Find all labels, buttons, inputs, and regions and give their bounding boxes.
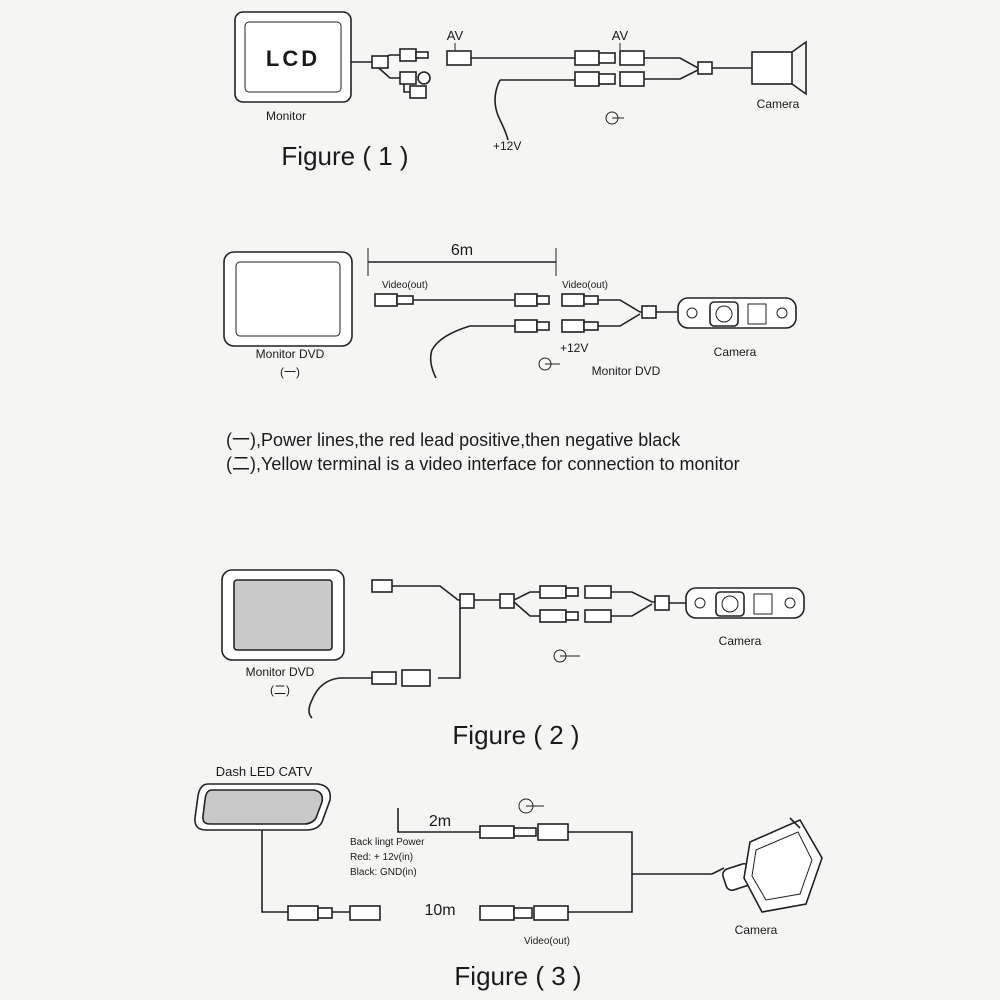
rca-female-icon (446, 50, 472, 66)
fig3-video-connector-icon (533, 905, 569, 921)
fig2-monitor-label: Monitor DVD (246, 665, 315, 679)
distance-2m-label: 2m (429, 813, 451, 830)
fig2-monitor-sub: (二) (270, 683, 290, 697)
backlight-line-1: Back lingt Power (350, 837, 425, 848)
dash-label: Dash LED CATV (216, 764, 313, 779)
monitor-dvd-sub: (一) (280, 365, 300, 379)
backlight-line-3: Black: GND(in) (350, 867, 417, 878)
fig1-power-label: +12V (493, 139, 521, 153)
section-2: Monitor DVD (一) 6m Video(out) Video(out)… (223, 242, 797, 379)
note-line-2: (二),Yellow terminal is a video interface… (226, 454, 740, 474)
fig2-video-connector-icon (401, 669, 431, 687)
lcd-screen-text: LCD (266, 46, 320, 71)
figure-3: Dash LED CATV Back lingt Power Red: + 12… (194, 764, 823, 991)
section2-power-label: +12V (560, 341, 588, 355)
figure-1: LCD Monitor AV AV +12V (234, 11, 807, 171)
distance-10m-label: 10m (424, 902, 455, 919)
monitor-dvd-icon (223, 251, 353, 347)
distance-6m-label: 6m (451, 242, 473, 259)
fig3-camera-icon (711, 817, 823, 913)
fig1-camera-label: Camera (757, 97, 800, 111)
notes: (一),Power lines,the red lead positive,th… (226, 430, 740, 474)
fig3-video-out-label: Video(out) (524, 936, 570, 947)
lcd-monitor-icon (234, 11, 352, 103)
rca-plug-icon (399, 48, 417, 62)
figure-3-caption: Figure ( 3 ) (454, 961, 581, 991)
monitor-label: Monitor (266, 109, 306, 123)
av-left-label: AV (447, 28, 464, 43)
figure-1-caption: Figure ( 1 ) (281, 141, 408, 171)
rca-connector-icon (619, 50, 645, 66)
power-connector-icon (619, 71, 645, 87)
figure-2-caption: Figure ( 2 ) (452, 720, 579, 750)
video-out-right-label: Video(out) (562, 280, 608, 291)
video-out-left-label: Video(out) (382, 280, 428, 291)
note-line-1: (一),Power lines,the red lead positive,th… (226, 430, 681, 450)
monitor-dvd-right-label: Monitor DVD (592, 364, 661, 378)
fig3-camera-label: Camera (735, 923, 778, 937)
fig2-camera-icon (685, 587, 805, 619)
backlight-line-2: Red: + 12v(in) (350, 852, 413, 863)
fig2-camera-label: Camera (719, 634, 762, 648)
camera-icon (751, 51, 793, 85)
dc-plug-icon (399, 71, 417, 85)
section2-camera-label: Camera (714, 345, 757, 359)
monitor-dvd-label: Monitor DVD (256, 347, 325, 361)
av-right-label: AV (612, 28, 629, 43)
figure-2: Monitor DVD (二) Camera (221, 569, 805, 750)
